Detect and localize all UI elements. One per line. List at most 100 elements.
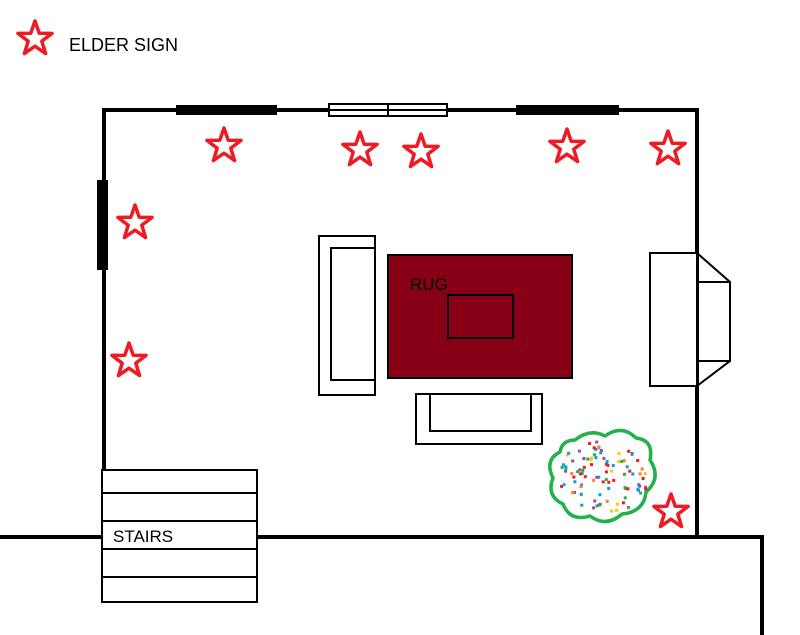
ornament-dot: [592, 478, 596, 482]
ornament-dot: [599, 451, 603, 455]
ornament-dot: [590, 463, 593, 467]
ornament-dot: [573, 490, 577, 494]
ornament-dot: [626, 487, 630, 491]
ornament-dot: [631, 472, 635, 476]
ground-line: [0, 535, 764, 635]
windows: [97, 105, 619, 270]
ornament-dot: [589, 457, 593, 461]
ornament-dot: [606, 463, 610, 467]
ornament-dot: [582, 465, 586, 469]
ornament-dot: [604, 462, 608, 466]
ornament-dot: [623, 496, 627, 500]
ornament-dot: [612, 478, 616, 482]
ornament-dot: [636, 459, 640, 462]
ornament-dot: [641, 477, 645, 480]
ornament-dot: [560, 465, 564, 469]
ornament-dot: [567, 451, 571, 455]
window-top-left: [176, 105, 277, 115]
ornament-dot: [622, 459, 626, 463]
ornament-dot: [562, 483, 566, 487]
ornament-dot: [617, 460, 621, 464]
elder-sign-star-icon: [548, 127, 586, 164]
ornament-dot: [615, 508, 618, 512]
top-door: [328, 103, 448, 117]
sofa-left: [318, 235, 376, 396]
window-left: [97, 180, 108, 270]
ornament-dot: [643, 472, 647, 476]
ornament-dot: [598, 493, 602, 497]
ornament-dot: [599, 449, 603, 452]
ornament-dot: [594, 456, 598, 460]
plant-ornaments: [560, 440, 648, 513]
ornament-dot: [607, 487, 611, 490]
ornament-dot: [644, 485, 648, 489]
ornament-dot: [610, 469, 614, 473]
elder-sign-star-icon: [341, 130, 379, 167]
ornament-dot: [638, 472, 642, 476]
ornament-dot: [616, 502, 620, 506]
ornament-dot: [564, 469, 568, 473]
ornament-dot: [586, 457, 590, 461]
ornament-dot: [602, 456, 606, 460]
plant: [548, 428, 657, 524]
ornament-dot: [621, 501, 625, 505]
ornament-dot: [625, 465, 629, 469]
ornament-dot: [592, 446, 596, 450]
ornament-dot: [595, 475, 599, 479]
rug-label: RUG: [410, 275, 448, 294]
stairs-label: STAIRS: [113, 527, 173, 546]
rug: RUG: [387, 254, 573, 379]
ornament-dot: [579, 485, 583, 489]
ornament-dot: [597, 446, 601, 450]
ornament-dot: [604, 478, 608, 481]
ornament-dot: [581, 468, 585, 472]
ornament-dot: [626, 505, 630, 509]
ornament-dot: [637, 488, 640, 492]
ornament-dot: [594, 447, 598, 451]
ornament-dot: [604, 470, 608, 474]
ornament-dot: [579, 472, 582, 476]
elder-sign-star-icon: [116, 203, 154, 240]
ornament-dot: [583, 475, 587, 479]
ornament-dot: [610, 509, 613, 513]
elder-sign-star-icon: [649, 129, 687, 166]
ornament-dot: [571, 491, 575, 494]
ornament-dot: [593, 453, 597, 457]
elder-sign-star-icon: [652, 492, 690, 529]
window-top-right: [516, 105, 619, 115]
ornament-dot: [580, 471, 584, 475]
elder-sign-star-icon: [110, 341, 148, 378]
ornament-dot: [605, 499, 609, 503]
legend: ELDER SIGN: [16, 19, 178, 56]
ornament-dot: [601, 480, 605, 484]
ornament-dot: [593, 499, 597, 503]
coffee-table: [447, 294, 514, 339]
fireplace: [649, 252, 731, 387]
ornament-dot: [595, 440, 599, 444]
elder-sign-star-icon: [205, 126, 243, 163]
ornament-dot: [580, 503, 584, 507]
ornament-dot: [644, 487, 648, 491]
legend-label: ELDER SIGN: [69, 35, 178, 55]
ornament-dot: [560, 484, 564, 488]
ornament-dot: [640, 467, 644, 471]
ornament-dot: [582, 457, 586, 460]
ornament-dot: [565, 453, 569, 457]
ornament-dot: [597, 475, 601, 479]
ornament-dot: [623, 486, 627, 490]
ornament-dot: [597, 503, 601, 507]
ornament-dot: [577, 449, 581, 453]
ornament-dot: [623, 472, 626, 476]
ornament-dot: [617, 452, 621, 456]
ornament-dot: [607, 480, 611, 484]
ornament-dot: [570, 472, 574, 475]
ornament-dot: [571, 459, 575, 463]
ornament-dot: [564, 465, 568, 469]
ornament-dot: [611, 464, 615, 467]
ornament-dot: [580, 483, 584, 487]
ornament-dot: [562, 463, 565, 467]
ornament-dot: [595, 504, 599, 508]
ornament-dot: [579, 492, 583, 496]
ornament-dot: [628, 469, 632, 473]
ornament-dot: [627, 449, 631, 453]
